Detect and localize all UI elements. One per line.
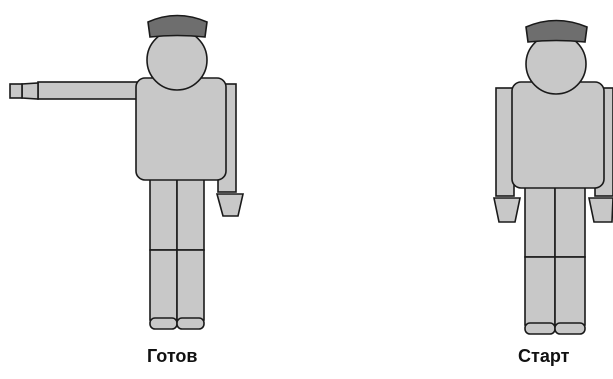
head — [147, 30, 207, 90]
legs — [150, 178, 204, 329]
torso — [136, 78, 226, 180]
caption-ready: Готов — [147, 346, 198, 367]
torso — [512, 82, 604, 188]
extended-arm — [10, 82, 140, 99]
figure-ready — [10, 16, 243, 330]
cap — [148, 16, 207, 38]
legs — [525, 185, 585, 334]
figure-start — [494, 21, 613, 335]
head — [526, 34, 586, 94]
cap — [526, 21, 587, 43]
caption-start: Старт — [518, 346, 569, 367]
